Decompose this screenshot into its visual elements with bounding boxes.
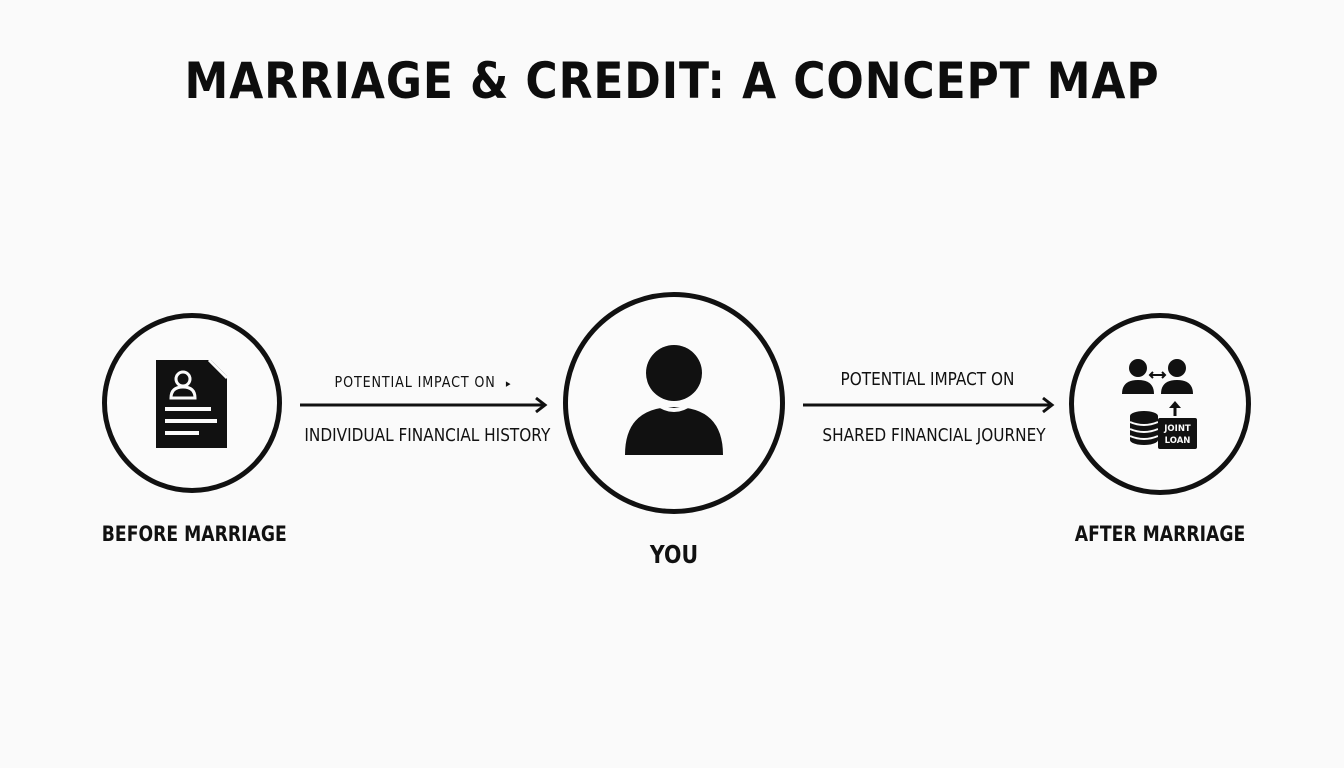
right-arrow	[803, 396, 1055, 414]
left-arrow	[300, 396, 548, 414]
node-after-marriage: JOINT LOAN	[1069, 313, 1251, 495]
after-marriage-label: AFTER MARRIAGE	[1074, 522, 1246, 546]
badge-line-loan: LOAN	[1165, 436, 1191, 446]
left-edge-bottom-label: INDIVIDUAL FINANCIAL HISTORY	[304, 425, 551, 446]
joint-loan-couple-icon: JOINT LOAN	[1122, 359, 1197, 449]
credit-report-document-icon	[156, 358, 229, 448]
node-before-marriage	[102, 313, 282, 493]
node-you	[563, 292, 785, 514]
person-icon	[625, 345, 723, 455]
right-edge-top-label: POTENTIAL IMPACT ON	[840, 369, 1015, 390]
right-edge-bottom-label: SHARED FINANCIAL JOURNEY	[822, 425, 1046, 446]
you-label: YOU	[649, 540, 699, 569]
diagram-title: MARRIAGE & CREDIT: A CONCEPT MAP	[184, 52, 1160, 110]
badge-line-joint: JOINT	[1163, 424, 1191, 434]
left-edge-top-label: POTENTIAL IMPACT ON ▸	[317, 373, 530, 391]
left-edge-top-text: POTENTIAL IMPACT ON	[334, 373, 496, 391]
before-marriage-label: BEFORE MARRIAGE	[101, 522, 287, 546]
triangle-marker-icon: ▸	[505, 377, 512, 390]
